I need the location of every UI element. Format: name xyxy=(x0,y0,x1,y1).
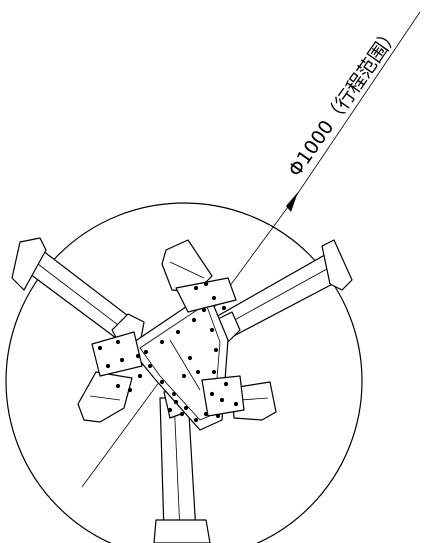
motor-left xyxy=(77,331,143,423)
bolt-hole xyxy=(233,401,239,407)
bolt-hole xyxy=(213,347,219,353)
bolt-hole xyxy=(195,369,201,375)
bolt-hole xyxy=(143,349,149,355)
bolt-hole xyxy=(209,327,215,333)
bolt-hole xyxy=(171,391,177,397)
bolt-hole xyxy=(119,357,125,363)
bolt-hole xyxy=(209,391,215,397)
bolt-hole xyxy=(201,307,207,313)
bolt-hole xyxy=(223,381,229,387)
motor-top xyxy=(161,239,237,313)
bolt-hole xyxy=(183,405,189,411)
bolt-hole xyxy=(97,345,103,351)
arm-left xyxy=(11,237,145,349)
dimension-label: Φ1000（行程范围） xyxy=(284,23,404,181)
bolt-hole xyxy=(115,383,121,389)
bolt-hole xyxy=(159,339,165,345)
bolt-hole xyxy=(135,353,141,359)
dimension-arrow xyxy=(286,192,298,212)
bolt-hole xyxy=(193,417,199,423)
bolt-hole xyxy=(167,407,173,413)
bolt-hole xyxy=(203,281,209,287)
bolt-hole xyxy=(181,373,187,379)
bolt-hole xyxy=(173,399,179,405)
bolt-hole xyxy=(219,397,225,403)
bolt-hole xyxy=(221,305,227,311)
bolt-hole xyxy=(211,295,217,301)
bolt-hole xyxy=(127,387,133,393)
bolt-hole xyxy=(187,355,193,361)
bolt-hole xyxy=(159,379,165,385)
bolt-hole xyxy=(115,339,121,345)
bolt-hole xyxy=(175,329,181,335)
bolt-hole xyxy=(147,363,153,369)
bolt-hole xyxy=(179,411,185,417)
bolt-hole xyxy=(105,363,111,369)
bolt-hole xyxy=(193,285,199,291)
bolt-hole xyxy=(215,413,221,419)
bolt-hole xyxy=(137,373,143,379)
bolt-hole xyxy=(203,411,209,417)
bolt-holes xyxy=(97,281,239,423)
arm-right xyxy=(211,239,353,345)
leader-line xyxy=(295,11,421,197)
bolt-hole xyxy=(211,369,217,375)
work-range-circle xyxy=(5,202,363,543)
motor-right xyxy=(201,375,277,421)
bolt-hole xyxy=(191,317,197,323)
